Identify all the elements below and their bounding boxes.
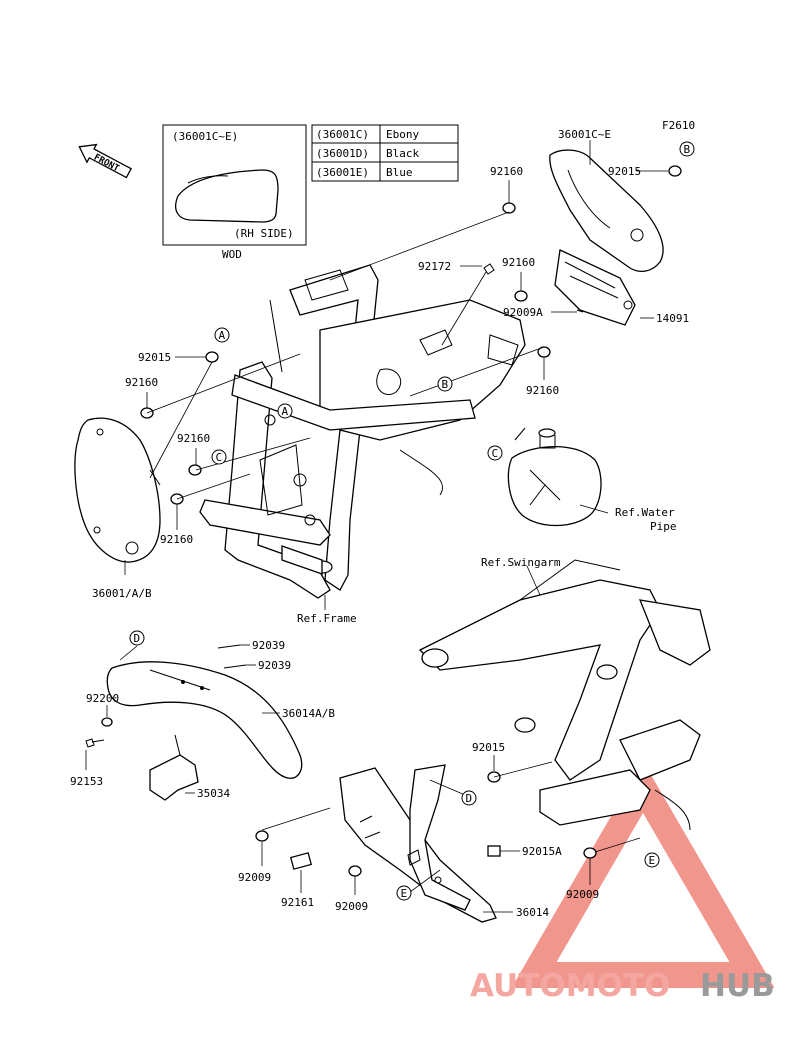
figure-code: F2610 <box>662 119 695 132</box>
marker-A-left: A <box>214 327 230 343</box>
swingarm-assembly <box>418 559 711 831</box>
marker-B-frame: B <box>437 376 453 392</box>
color-name-2: Black <box>386 147 419 160</box>
color-table: (36001C) Ebony (36001D) Black (36001E) B… <box>311 124 459 182</box>
callout-92015-left: 92015 <box>138 351 171 364</box>
callout-labels: 36001C~E 92015 92160 92172 92160 92009A … <box>70 128 689 919</box>
callout-ref-swingarm: Ref.Swingarm <box>481 556 561 569</box>
callout-92153: 92153 <box>70 775 103 788</box>
inset-side-cover-shape <box>175 169 279 223</box>
color-name-1: Ebony <box>386 128 419 141</box>
side-cover-right <box>549 149 664 326</box>
side-cover-left <box>74 417 161 563</box>
callout-92039-b: 92039 <box>258 659 291 672</box>
svg-text:B: B <box>684 143 691 156</box>
marker-E-low: E <box>396 885 412 901</box>
callout-36001C-E: 36001C~E <box>558 128 611 141</box>
svg-text:E: E <box>401 887 408 900</box>
marker-E-right: E <box>644 852 660 868</box>
watermark-triangle <box>511 761 775 988</box>
front-arrow-icon: FRONT <box>78 143 132 179</box>
watermark-logo: AUTOMOTO HUB <box>470 968 775 1004</box>
callout-ref-frame: Ref.Frame <box>297 612 357 625</box>
svg-text:A: A <box>219 329 226 342</box>
watermark-text-automoto: AUTOMOTO <box>470 968 670 1004</box>
frame-assembly <box>199 264 526 599</box>
callout-92160-left1: 92160 <box>125 376 158 389</box>
callout-92161: 92161 <box>281 896 314 909</box>
callout-ref-water: Ref.Water <box>615 506 675 519</box>
callout-92160-top: 92160 <box>490 165 523 178</box>
callout-35034: 35034 <box>197 787 230 800</box>
svg-text:C: C <box>492 447 499 460</box>
svg-text:D: D <box>466 792 473 805</box>
callout-ref-water-pipe: Pipe <box>650 520 677 533</box>
callout-92172: 92172 <box>418 260 451 273</box>
color-code-1: (36001C) <box>316 128 369 141</box>
callout-92160-mid: 92160 <box>502 256 535 269</box>
marker-B-top: B <box>679 141 695 157</box>
color-code-3: (36001E) <box>316 166 369 179</box>
callout-92200: 92200 <box>86 692 119 705</box>
callout-92009A: 92009A <box>503 306 543 319</box>
chain-guard-lower <box>255 764 597 923</box>
fasteners-upper <box>140 165 682 505</box>
svg-text:C: C <box>216 451 223 464</box>
color-name-3: Blue <box>386 166 413 179</box>
callout-92009-right: 92009 <box>566 888 599 901</box>
svg-text:D: D <box>134 632 141 645</box>
water-pump-cover <box>507 427 602 527</box>
callout-92009-mid: 92009 <box>335 900 368 913</box>
watermark-text-hub: HUB <box>700 968 775 1004</box>
callout-92015A: 92015A <box>522 845 562 858</box>
marker-C-left: C <box>211 449 227 465</box>
callout-92160-right: 92160 <box>526 384 559 397</box>
callout-36014: 36014 <box>516 906 549 919</box>
marker-C-right: C <box>487 445 503 461</box>
callout-92015-top: 92015 <box>608 165 641 178</box>
color-code-2: (36001D) <box>316 147 369 160</box>
callout-92160-left3: 92160 <box>160 533 193 546</box>
marker-D-left: D <box>129 630 145 646</box>
callout-92160-left2: 92160 <box>177 432 210 445</box>
belt-guard-upper <box>85 644 303 801</box>
marker-A-frame: A <box>277 403 293 419</box>
callout-36001-A-B: 36001/A/B <box>92 587 152 600</box>
inset-part-label: (36001C~E) <box>172 130 238 143</box>
svg-text:B: B <box>442 378 449 391</box>
svg-text:E: E <box>649 854 656 867</box>
inset-side-note: (RH SIDE) <box>234 227 294 240</box>
callout-14091: 14091 <box>656 312 689 325</box>
inset-caption: WOD <box>222 248 242 261</box>
marker-D-right: D <box>461 790 477 806</box>
svg-text:A: A <box>282 405 289 418</box>
callout-92009-left: 92009 <box>238 871 271 884</box>
callout-36014A-B: 36014A/B <box>282 707 335 720</box>
callout-92015-low: 92015 <box>472 741 505 754</box>
reference-markers: B A A B C C D D E E <box>129 141 695 901</box>
callout-92039-a: 92039 <box>252 639 285 652</box>
inset-box: (36001C~E) (RH SIDE) <box>162 124 307 246</box>
